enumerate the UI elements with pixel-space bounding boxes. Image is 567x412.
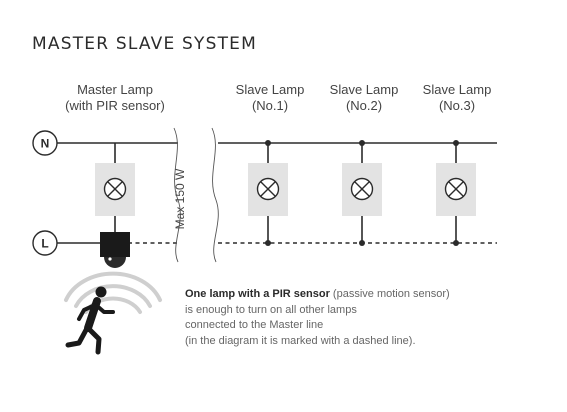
slave-lamp-1-label-line1: Slave Lamp — [235, 82, 305, 97]
description-line-2: is enough to turn on all other lamps — [185, 303, 357, 316]
description-bold: One lamp with a PIR sensor — [185, 288, 330, 300]
master-lamp-label: Master Lamp (with PIR sensor) — [45, 82, 185, 114]
master-lamp-label-line1: Master Lamp — [77, 82, 153, 97]
lamp-bulb-icon — [350, 177, 374, 201]
wire-break-mark-right — [211, 127, 219, 263]
page-title: MASTER SLAVE SYSTEM — [32, 34, 257, 54]
motion-waves-icon — [64, 271, 162, 314]
slave-lamp-3 — [436, 140, 476, 246]
running-person-icon — [65, 286, 115, 355]
description-line-3: connected to the Master line — [185, 319, 324, 331]
junction-dot — [265, 240, 271, 246]
junction-dot — [453, 140, 459, 146]
description-paren: (passive motion sensor) — [329, 288, 450, 300]
live-terminal: L — [32, 230, 58, 256]
junction-dot — [265, 140, 271, 146]
slave-lamp-1 — [248, 140, 288, 246]
slave-lamp-2-label-line2: (No.2) — [345, 98, 383, 113]
pir-sensor-icon — [100, 232, 130, 268]
wire-break-mark-left — [173, 127, 181, 263]
junction-dot — [453, 240, 459, 246]
master-lamp-label-line2: (with PIR sensor) — [65, 98, 165, 113]
slave-lamp-2 — [342, 140, 382, 246]
description-line-4: (in the diagram it is marked with a dash… — [185, 334, 416, 347]
slave-lamp-1-label-line2: (No.1) — [251, 98, 289, 113]
junction-dot — [359, 240, 365, 246]
slave-lamp-3-label-line1: Slave Lamp — [422, 82, 492, 97]
lamp-bulb-icon — [444, 177, 468, 201]
description: One lamp with a PIR sensor (passive moti… — [185, 287, 450, 349]
slave-lamp-2-label: Slave Lamp (No.2) — [294, 82, 434, 114]
max-power-label: Max 150 W — [173, 168, 187, 230]
slave-lamp-2-label-line1: Slave Lamp — [329, 82, 399, 97]
lamp-bulb-icon — [256, 177, 280, 201]
slave-lamp-3-label-line2: (No.3) — [438, 98, 476, 113]
neutral-terminal-label: N — [41, 137, 50, 151]
neutral-terminal: N — [32, 130, 58, 156]
description-line-1: One lamp with a PIR sensor (passive moti… — [185, 287, 450, 303]
master-lamp — [95, 143, 135, 268]
lamp-bulb-icon — [103, 177, 127, 201]
live-terminal-label: L — [41, 237, 48, 251]
slave-lamp-1-label: Slave Lamp (No.1) — [200, 82, 340, 114]
slave-lamp-3-label: Slave Lamp (No.3) — [387, 82, 527, 114]
junction-dot — [359, 140, 365, 146]
